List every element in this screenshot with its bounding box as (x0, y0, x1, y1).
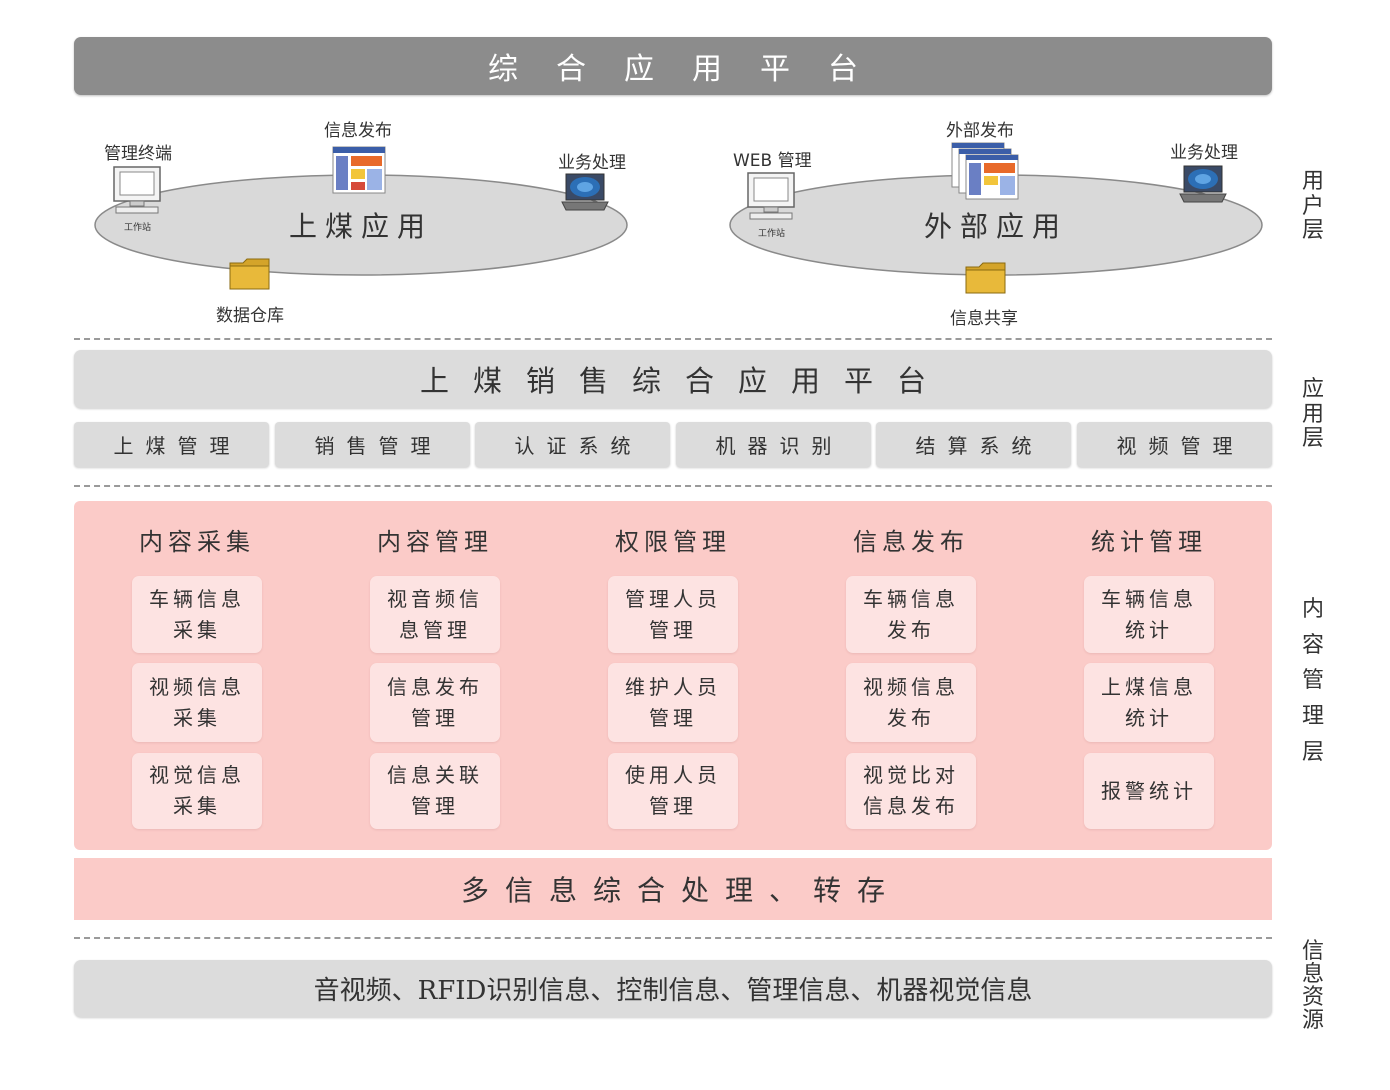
info-layer-label: 信息资源 (1301, 939, 1324, 1034)
module-box: 结算系统 (876, 422, 1071, 467)
app-platform-bar: 上煤销售综合应用平台 (74, 350, 1272, 408)
content-item: 信息关联管理 (370, 753, 500, 829)
content-item: 视频信息发布 (846, 663, 976, 742)
left-workstation-caption: 工作站 (124, 223, 152, 233)
column-title: 信息发布 (853, 528, 969, 556)
column-title: 内容管理 (377, 528, 493, 556)
content-item: 上煤信息统计 (1084, 663, 1214, 742)
webpages-stack-icon (951, 142, 1019, 200)
right-app-title: 外部应用 (923, 210, 1068, 243)
content-item: 视觉比对信息发布 (846, 753, 976, 829)
info-sources-bar: 音视频、RFID识别信息、控制信息、管理信息、机器视觉信息 (74, 960, 1272, 1017)
laptop-icon (1179, 165, 1227, 203)
platform-title-bar: 综合应用平台 (74, 37, 1272, 95)
content-item: 视觉信息采集 (132, 753, 262, 829)
right-workstation-caption: 工作站 (758, 229, 786, 239)
left-publish-label: 信息发布 (324, 121, 392, 141)
processing-bar: 多信息综合处理、转存 (74, 858, 1272, 920)
content-item: 维护人员管理 (608, 663, 738, 742)
column-title: 权限管理 (615, 528, 731, 556)
workstation-icon (113, 166, 161, 214)
right-folder-icon (965, 262, 1006, 294)
module-box: 上煤管理 (74, 422, 269, 467)
webpage-icon (332, 146, 386, 194)
processing-label: 多信息综合处理、转存 (460, 874, 901, 907)
separator-user-app (74, 338, 1272, 340)
separator-app-content (74, 485, 1272, 487)
content-item: 车辆信息采集 (132, 576, 262, 653)
module-box: 销售管理 (275, 422, 470, 467)
workstation-icon (747, 172, 795, 220)
web-admin-label: WEB 管理 (733, 151, 812, 171)
app-layer-label: 应用层 (1301, 377, 1324, 452)
platform-title: 综合应用平台 (488, 52, 896, 87)
content-item: 报警统计 (1084, 753, 1214, 829)
user-layer-label: 用户层 (1301, 169, 1324, 244)
separator-content-info (74, 937, 1272, 939)
column-title: 统计管理 (1091, 528, 1207, 556)
right-publish-label: 外部发布 (946, 121, 1014, 141)
module-box: 视频管理 (1077, 422, 1272, 467)
content-item: 车辆信息统计 (1084, 576, 1214, 653)
content-item: 信息发布管理 (370, 663, 500, 742)
module-box: 认证系统 (475, 422, 670, 467)
content-layer-label: 内容管理层 (1301, 597, 1324, 765)
content-item: 使用人员管理 (608, 753, 738, 829)
app-platform-title: 上煤销售综合应用平台 (419, 364, 950, 398)
content-item: 视频信息采集 (132, 663, 262, 742)
terminal-label: 管理终端 (104, 144, 172, 164)
left-business-label: 业务处理 (558, 153, 626, 173)
share-label: 信息共享 (950, 309, 1018, 329)
left-folder-icon (229, 258, 270, 290)
column-title: 内容采集 (139, 528, 255, 556)
user-layer-ellipses (94, 174, 1263, 276)
left-app-title: 上煤应用 (288, 210, 433, 243)
module-box: 机器识别 (676, 422, 871, 467)
content-item: 车辆信息发布 (846, 576, 976, 653)
content-item: 管理人员管理 (608, 576, 738, 653)
content-item: 视音频信息管理 (370, 576, 500, 653)
warehouse-label: 数据仓库 (216, 306, 284, 326)
right-business-label: 业务处理 (1170, 143, 1238, 163)
info-sources-label: 音视频、RFID识别信息、控制信息、管理信息、机器视觉信息 (313, 976, 1033, 1006)
laptop-icon (561, 173, 609, 211)
